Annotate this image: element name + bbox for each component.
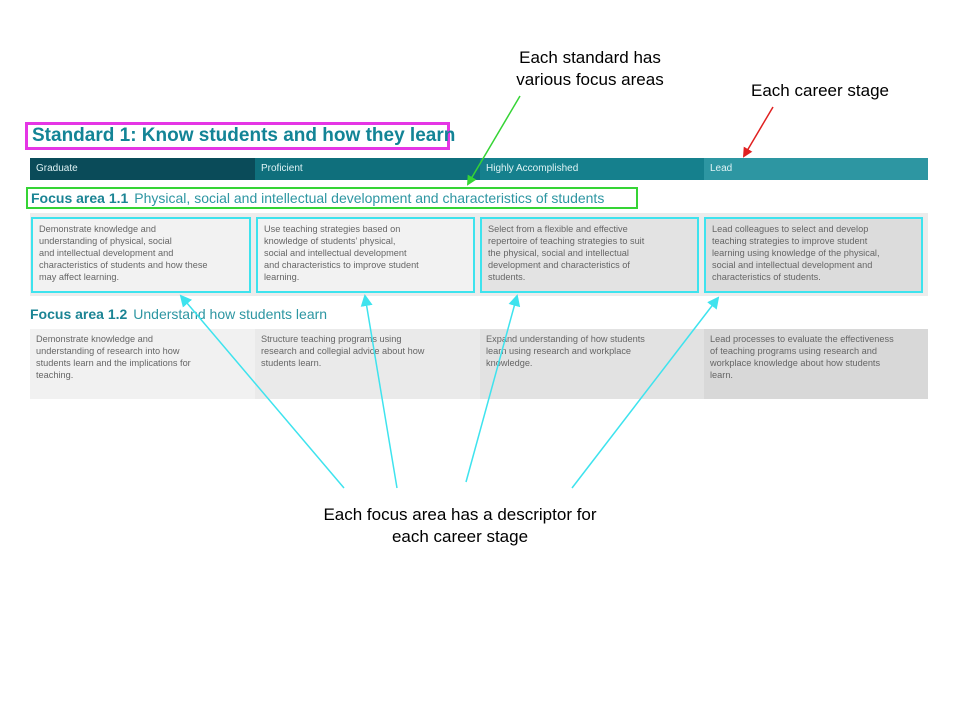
descriptor-line: Structure teaching programs using: [261, 334, 402, 344]
descriptor-lead: Lead processes to evaluate the effective…: [704, 329, 928, 399]
callout-line: each career stage: [391, 527, 529, 546]
descriptor-line: development and characteristics of: [488, 260, 630, 270]
descriptor-line: and characteristics to improve student: [264, 260, 419, 270]
descriptor-line: Expand understanding of how students: [486, 334, 645, 344]
descriptor-line: understanding of physical, social: [39, 236, 172, 246]
focus-area-1-1-descriptors: Demonstrate knowledge and understanding …: [30, 213, 928, 296]
descriptor-line: learning.: [264, 272, 300, 282]
callout-line: Each standard has: [519, 48, 661, 67]
descriptor-line: Lead processes to evaluate the effective…: [710, 334, 894, 344]
descriptor-line: teaching strategies to improve student: [712, 236, 868, 246]
descriptor-line: the physical, social and intellectual: [488, 248, 629, 258]
focus-area-1-2-descriptors: Demonstrate knowledge and understanding …: [30, 329, 928, 399]
focus-area-1-2-title: Focus area 1.2 Understand how students le…: [30, 305, 327, 323]
career-stage-callout: Each career stage: [751, 81, 889, 100]
focus-area-name: Physical, social and intellectual develo…: [134, 190, 605, 206]
descriptor-proficient: Structure teaching programs using resear…: [255, 329, 480, 399]
stage-proficient: Proficient: [255, 158, 480, 180]
descriptor-line: understanding of research into how: [36, 346, 180, 356]
callout-line: Each focus area has a descriptor for: [323, 505, 597, 524]
focus-area-1-1-title: Focus area 1.1 Physical, social and intel…: [26, 187, 638, 209]
stage-graduate: Graduate: [30, 158, 255, 180]
descriptor-line: may affect learning.: [39, 272, 120, 282]
descriptor-line: Demonstrate knowledge and: [39, 224, 156, 234]
descriptor-line: Use teaching strategies based on: [264, 224, 401, 234]
focus-area-number: Focus area 1.2: [30, 306, 128, 322]
descriptor-callout: Each focus area has a descriptor for eac…: [300, 504, 620, 548]
descriptor-line: social and intellectual development and: [712, 260, 873, 270]
focus-area-number: Focus area 1.1: [31, 190, 129, 206]
career-stage-header: Graduate Proficient Highly Accomplished …: [30, 158, 928, 180]
focus-area-name: Understand how students learn: [133, 306, 328, 322]
descriptor-graduate: Demonstrate knowledge and understanding …: [31, 217, 251, 293]
stage-highly-accomplished: Highly Accomplished: [480, 158, 704, 180]
descriptor-line: teaching.: [36, 370, 74, 380]
descriptor-line: Select from a flexible and effective: [488, 224, 628, 234]
descriptor-line: and intellectual development and: [39, 248, 174, 258]
descriptor-line: characteristics of students and how thes…: [39, 260, 208, 270]
descriptor-line: students.: [488, 272, 526, 282]
callout-line: various focus areas: [516, 70, 664, 89]
descriptor-line: learn.: [710, 370, 733, 380]
descriptor-line: Lead colleagues to select and develop: [712, 224, 869, 234]
descriptor-line: research and collegial advice about how: [261, 346, 425, 356]
descriptor-line: learning using knowledge of the physical…: [712, 248, 880, 258]
standard-title: Standard 1: Know students and how they l…: [25, 122, 455, 150]
descriptor-line: repertoire of teaching strategies to sui…: [488, 236, 645, 246]
descriptor-highly-accomplished: Select from a flexible and effective rep…: [480, 217, 699, 293]
descriptor-highly-accomplished: Expand understanding of how students lea…: [480, 329, 704, 399]
descriptor-line: social and intellectual development: [264, 248, 407, 258]
descriptor-line: knowledge of students’ physical,: [264, 236, 396, 246]
descriptor-line: workplace knowledge about how students: [710, 358, 881, 368]
descriptor-line: characteristics of students.: [712, 272, 821, 282]
career-stage-arrow: [742, 106, 774, 158]
standard-focus-areas-callout: Each standard has various focus areas: [490, 47, 690, 91]
descriptor-lead: Lead colleagues to select and develop te…: [704, 217, 923, 293]
descriptor-proficient: Use teaching strategies based on knowled…: [256, 217, 475, 293]
descriptor-graduate: Demonstrate knowledge and understanding …: [30, 329, 255, 399]
descriptor-line: Demonstrate knowledge and: [36, 334, 153, 344]
stage-lead: Lead: [704, 158, 928, 180]
descriptor-line: knowledge.: [486, 358, 533, 368]
descriptor-line: students learn.: [261, 358, 322, 368]
descriptor-line: students learn and the implications for: [36, 358, 191, 368]
descriptor-line: of teaching programs using research and: [710, 346, 878, 356]
descriptor-line: learn using research and workplace: [486, 346, 632, 356]
